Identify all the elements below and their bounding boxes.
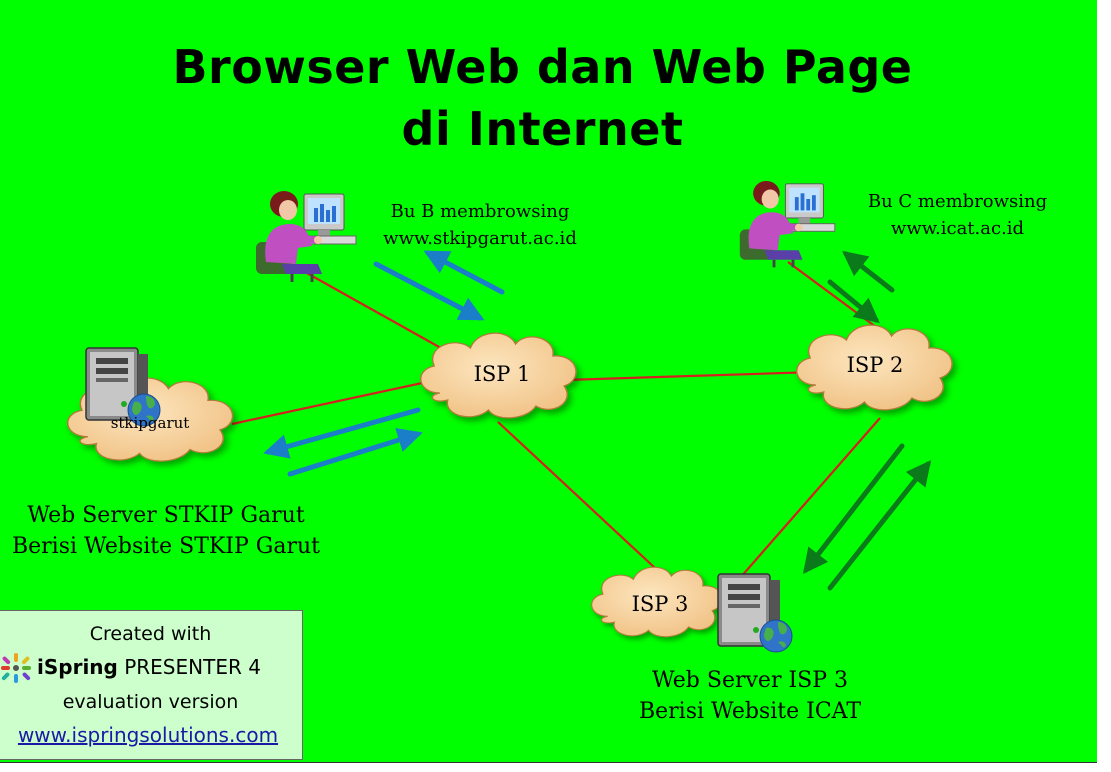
link-isp2-isp3 <box>739 417 881 579</box>
server-stkip-caption-line1: Web Server STKIP Garut <box>27 503 305 528</box>
user-b-caption-line2: www.stkipgarut.ac.id <box>383 228 577 249</box>
green-arrows <box>802 250 932 591</box>
arrow-stkip-to-isp1 <box>287 428 423 477</box>
link-isp1-isp2 <box>564 370 816 382</box>
server-isp3-icon <box>717 573 793 653</box>
user-b-caption-line1: Bu B membrowsing <box>390 201 570 222</box>
arrow-isp2-to-userc <box>842 250 895 293</box>
link-stkip-isp1 <box>231 378 437 426</box>
user-b-icon <box>256 191 356 282</box>
arrow-isp3-to-isp2 <box>827 460 932 591</box>
ispring-logo-icon <box>1 653 31 683</box>
slide: Browser Web dan Web Page di Internet <box>0 0 1097 762</box>
server-isp3-caption-line2: Berisi Website ICAT <box>638 699 862 724</box>
server-stkip-caption: Web Server STKIP Garut Berisi Website ST… <box>0 500 332 562</box>
watermark-link[interactable]: www.ispringsolutions.com <box>17 723 279 747</box>
watermark-brand-bold: iSpring <box>37 655 118 679</box>
arrow-isp1-to-stkip <box>263 407 421 459</box>
arrow-isp2-to-isp3 <box>802 443 905 574</box>
server-stkip-caption-line2: Berisi Website STKIP Garut <box>11 534 321 559</box>
isp1-label: ISP 1 <box>473 362 531 386</box>
link-userb-isp1 <box>304 271 449 353</box>
watermark-created-with: Created with <box>89 623 212 645</box>
user-c-caption-line1: Bu C membrowsing <box>867 191 1048 212</box>
link-isp1-isp3 <box>497 421 656 569</box>
stkip-cloud-label: stkipgarut <box>110 414 190 432</box>
bottom-edge-strip <box>0 762 1097 772</box>
server-isp3-caption: Web Server ISP 3 Berisi Website ICAT <box>610 665 890 727</box>
arrow-isp1-to-userb <box>423 250 505 295</box>
ispring-watermark: Created with iSpring PRESENTER 4 evaluat… <box>0 610 303 760</box>
title-line-1: Browser Web dan Web Page <box>172 40 913 94</box>
watermark-evaluation: evaluation version <box>62 691 239 713</box>
user-c-caption: Bu C membrowsing www.icat.ac.id <box>850 188 1065 242</box>
isp2-label: ISP 2 <box>846 353 904 377</box>
network-diagram <box>66 0 953 653</box>
blue-arrows <box>263 250 505 477</box>
connection-lines <box>231 261 881 579</box>
arrow-userc-to-isp2 <box>827 279 880 324</box>
user-c-caption-line2: www.icat.ac.id <box>890 218 1025 239</box>
user-b-caption: Bu B membrowsing www.stkipgarut.ac.id <box>370 198 590 252</box>
title-line-2: di Internet <box>401 102 684 156</box>
user-c-icon <box>740 181 835 267</box>
arrow-userb-to-isp1 <box>373 261 485 321</box>
server-isp3-caption-line1: Web Server ISP 3 <box>651 668 849 693</box>
right-edge-strip <box>1097 0 1111 771</box>
watermark-brand-rest: PRESENTER 4 <box>117 655 261 679</box>
isp3-label: ISP 3 <box>631 592 689 616</box>
watermark-brand: iSpring PRESENTER 4 <box>37 655 261 679</box>
